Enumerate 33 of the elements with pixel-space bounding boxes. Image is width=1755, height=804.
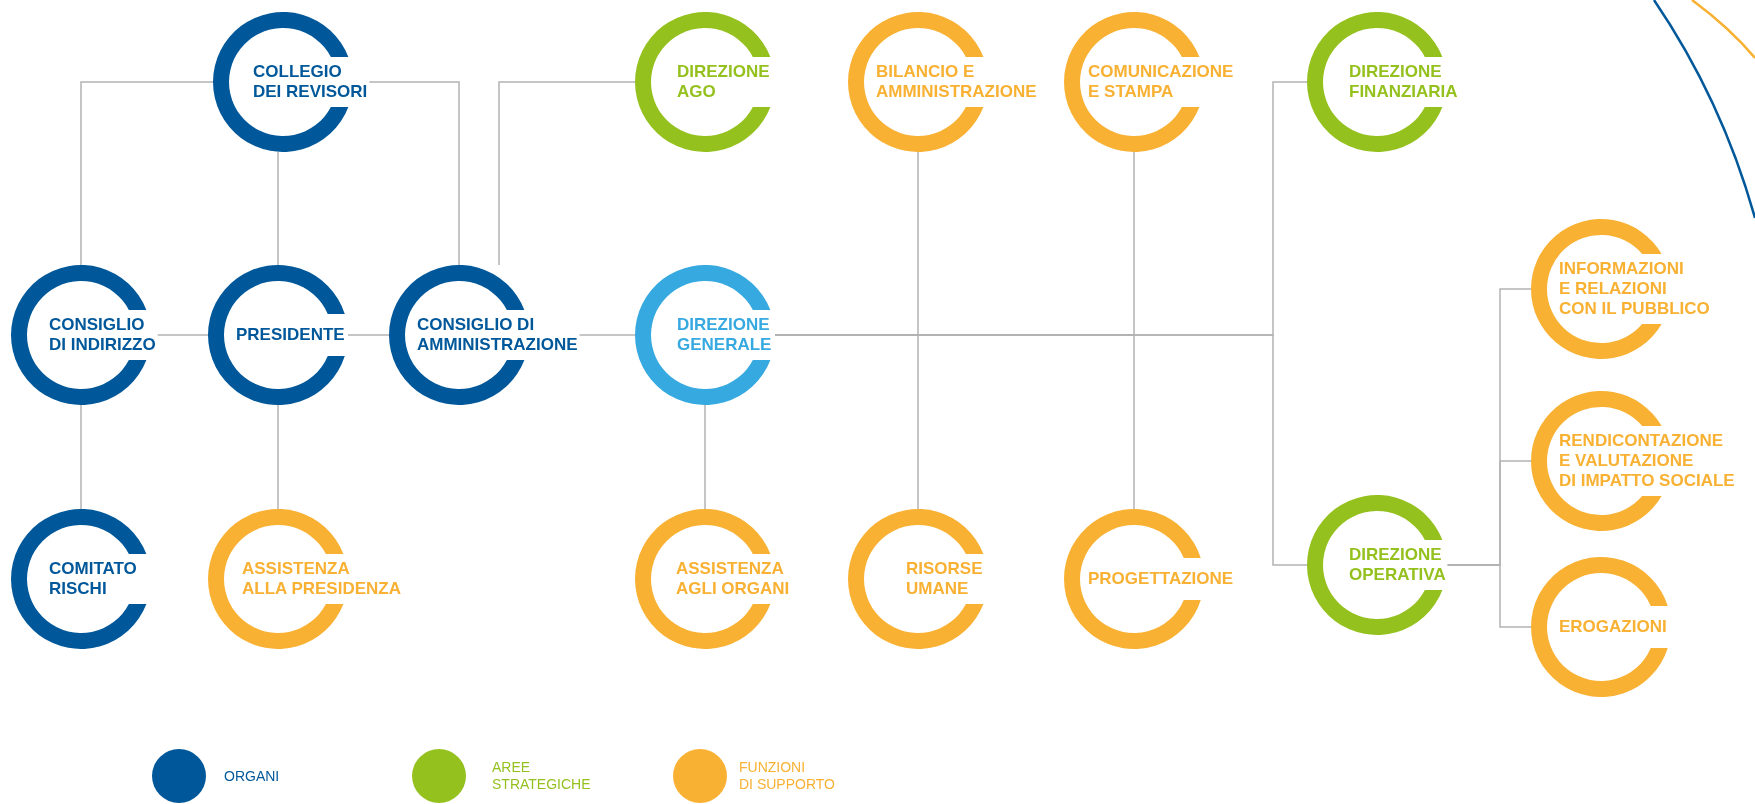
unit-label: COLLEGIO DEI REVISORI <box>253 62 368 102</box>
unit-label: COMUNICAZIONE E STAMPA <box>1088 62 1234 102</box>
connector-line <box>277 404 279 510</box>
unit-label: PRESIDENTE <box>236 325 345 345</box>
unit-label: PROGETTAZIONE <box>1088 569 1234 589</box>
unit-label: COMITATO RISCHI <box>49 559 137 599</box>
unit-label: BILANCIO E AMMINISTRAZIONE <box>876 62 1037 102</box>
connector-line <box>80 81 214 266</box>
unit-label: CONSIGLIO DI INDIRIZZO <box>49 315 156 355</box>
connector-line <box>368 81 460 266</box>
unit-label: RISORSE UMANE <box>906 559 983 599</box>
unit-label: DIREZIONE AGO <box>677 62 770 102</box>
connector-line <box>156 334 209 336</box>
unit-label: DIREZIONE GENERALE <box>677 315 772 355</box>
legend-label: FUNZIONI DI SUPPORTO <box>739 759 835 793</box>
unit-label: INFORMAZIONI E RELAZIONI CON IL PUBBLICO <box>1559 259 1710 319</box>
unit-label: ASSISTENZA ALLA PRESIDENZA <box>242 559 401 599</box>
connector-line <box>80 404 82 510</box>
unit-label: DIREZIONE OPERATIVA <box>1349 545 1446 585</box>
legend-label: AREE STRATEGICHE <box>492 759 591 793</box>
connector-line <box>1446 564 1532 628</box>
connector-line <box>578 334 636 336</box>
connector-line <box>347 334 390 336</box>
connector-line <box>704 404 706 510</box>
unit-label: ASSISTENZA AGLI ORGANI <box>676 559 790 599</box>
unit-label: CONSIGLIO DI AMMINISTRAZIONE <box>417 315 578 355</box>
unit-label: DIREZIONE FINANZIARIA <box>1349 62 1458 102</box>
legend-label: ORGANI <box>224 767 280 785</box>
connector-line <box>277 151 279 266</box>
unit-label: RENDICONTAZIONE E VALUTAZIONE DI IMPATTO SOCIALE <box>1559 431 1735 491</box>
connector-line <box>774 334 1308 566</box>
connector-line <box>498 81 636 266</box>
unit-label: EROGAZIONI <box>1559 617 1667 637</box>
